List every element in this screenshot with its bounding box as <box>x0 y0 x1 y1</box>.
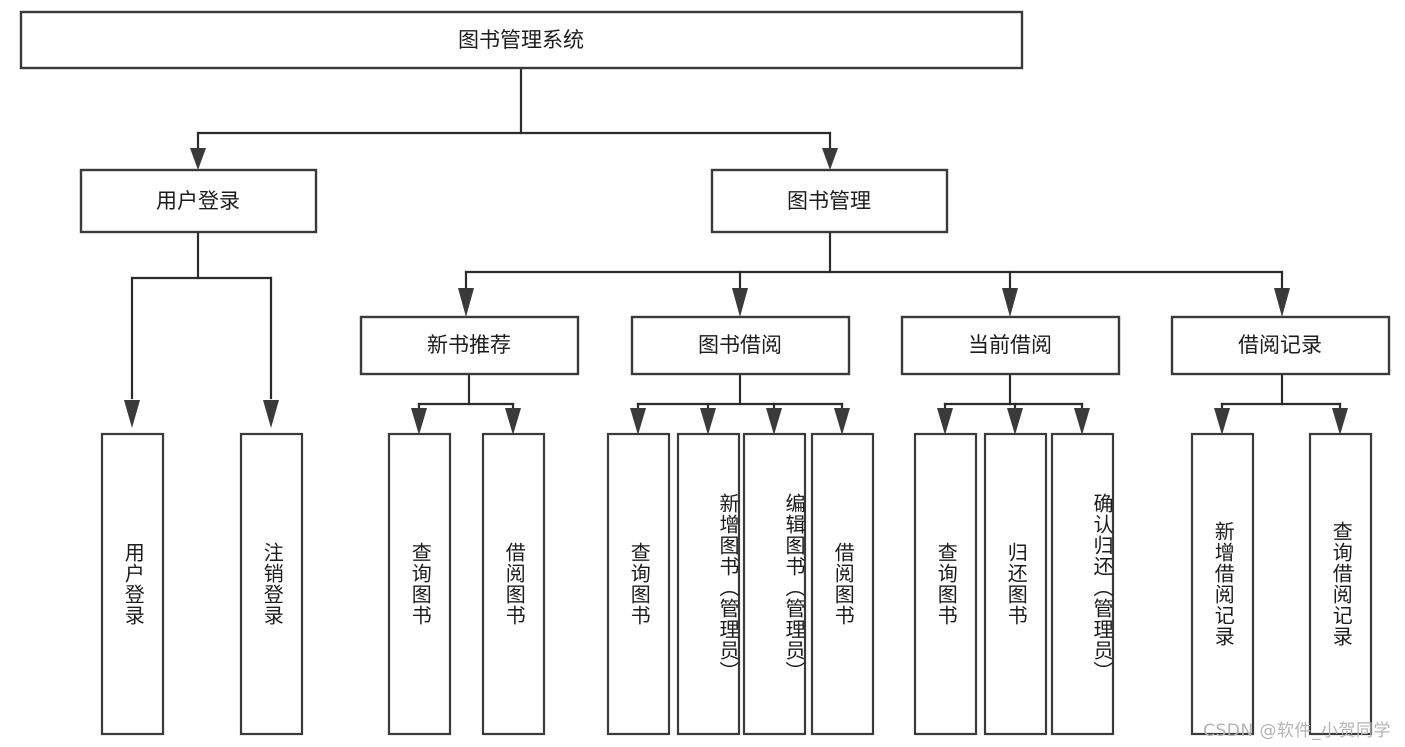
node-borrow-record-label: 借阅记录 <box>1238 333 1322 357</box>
leaf-box-book-borrow-3[interactable] <box>742 432 807 736</box>
leaf-box-book-borrow-4[interactable] <box>810 432 875 736</box>
arrow-head-icon <box>124 400 140 428</box>
arrow-head-icon <box>937 408 953 435</box>
node-user-login-box[interactable] <box>79 168 318 234</box>
arrow-head-icon <box>1332 408 1348 435</box>
node-new-book-box[interactable] <box>359 315 580 376</box>
leaf-box-borrow-record-1[interactable] <box>1190 432 1255 736</box>
arrow-head-icon <box>732 288 748 317</box>
arrow-head-icon <box>834 408 850 435</box>
arrow-head-icon <box>263 400 279 428</box>
node-user-login-label: 用户登录 <box>156 189 240 213</box>
arrow-head-icon <box>1002 288 1018 317</box>
node-book-manage-label: 图书管理 <box>787 189 871 213</box>
node-root-label: 图书管理系统 <box>458 28 584 52</box>
arrow-head-icon <box>1074 408 1090 435</box>
node-book-borrow-label: 图书借阅 <box>698 333 782 357</box>
node-root-box[interactable] <box>19 10 1024 70</box>
connector-group-user-login <box>124 230 279 428</box>
connector-group-book-borrow <box>630 372 850 435</box>
arrow-head-icon <box>505 408 521 435</box>
leaf-box-book-borrow-2[interactable] <box>676 432 741 736</box>
connector-group-new-book <box>411 372 521 435</box>
node-borrow-record-box[interactable] <box>1170 315 1391 376</box>
arrow-head-icon <box>458 288 474 317</box>
arrow-head-icon <box>822 148 838 170</box>
connector-group-root <box>190 66 838 170</box>
connector-group-current-borrow <box>937 372 1090 435</box>
arrow-head-icon <box>700 408 716 435</box>
leaf-box-current-borrow-2[interactable] <box>983 432 1048 736</box>
node-new-book-label: 新书推荐 <box>427 333 511 357</box>
arrow-head-icon <box>630 408 646 435</box>
arrow-head-icon <box>766 408 782 435</box>
leaf-box-new-book-2[interactable] <box>481 432 546 736</box>
leaf-box-current-borrow-1[interactable] <box>913 432 978 736</box>
arrow-head-icon <box>1007 408 1023 435</box>
leaf-box-new-book-1[interactable] <box>387 432 452 736</box>
leaf-box-book-borrow-1[interactable] <box>606 432 671 736</box>
connector-group-book-manage <box>458 230 1290 317</box>
connector-group-borrow-record <box>1214 372 1348 435</box>
arrow-head-icon <box>190 148 206 170</box>
arrow-head-icon <box>1214 408 1230 435</box>
leaf-box-current-borrow-3[interactable] <box>1050 432 1115 736</box>
arrow-head-icon <box>1274 288 1290 317</box>
csdn-watermark: CSDN @软件_小贺同学 <box>1203 721 1391 741</box>
node-book-manage-box[interactable] <box>710 168 949 234</box>
node-current-borrow-label: 当前借阅 <box>968 333 1052 357</box>
leaf-box-user-login-1[interactable] <box>100 432 165 736</box>
node-current-borrow-box[interactable] <box>900 315 1121 376</box>
leaf-box-borrow-record-2[interactable] <box>1308 432 1373 736</box>
arrow-head-icon <box>411 408 427 435</box>
node-book-borrow-box[interactable] <box>630 315 851 376</box>
leaf-box-user-login-2[interactable] <box>239 432 304 736</box>
